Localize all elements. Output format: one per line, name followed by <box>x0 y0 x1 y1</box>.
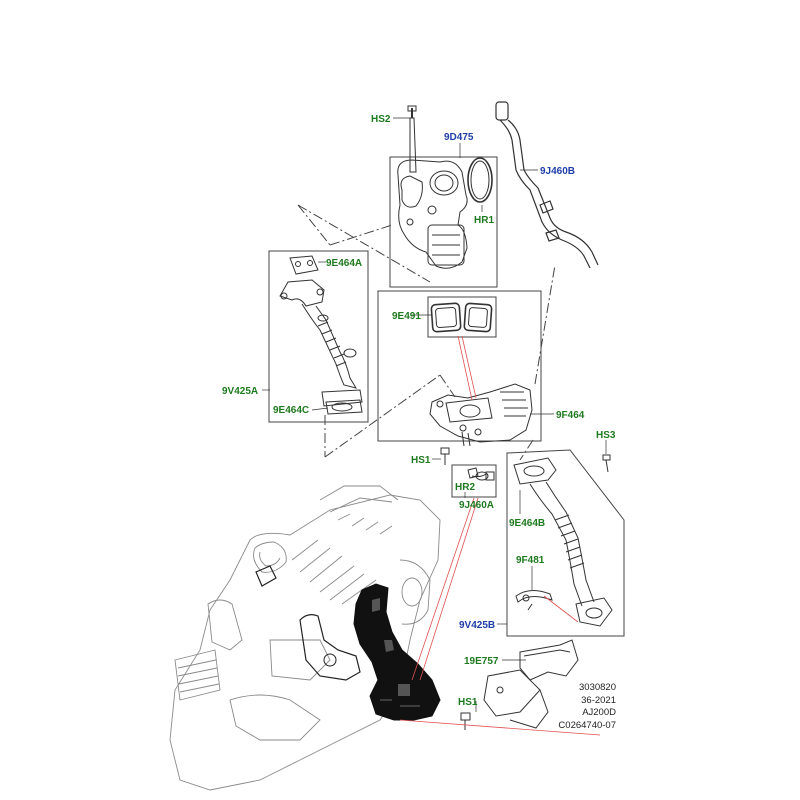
label-hs1-bottom: HS1 <box>458 697 478 708</box>
label-leaders <box>262 117 607 712</box>
label-19e757: 19E757 <box>464 656 499 667</box>
label-hr2: HR2 <box>455 482 475 493</box>
label-9e464c: 9E464C <box>273 405 309 416</box>
label-hr1: HR1 <box>474 215 494 226</box>
egr-tube-9V425A-group <box>268 250 369 423</box>
ref-line-1: 3030820 <box>579 682 616 693</box>
label-9j460a: 9J460A <box>459 500 494 511</box>
label-hs3: HS3 <box>596 430 616 441</box>
engine-assembly <box>169 485 441 791</box>
label-9f481: 9F481 <box>516 555 545 566</box>
label-9v425a: 9V425A <box>222 386 258 397</box>
label-9j460b: 9J460B <box>540 166 575 177</box>
sensor-box <box>451 464 497 498</box>
ref-line-4: C0264740-07 <box>558 719 616 731</box>
bolt-hs1-bottom <box>460 712 471 730</box>
label-9d475: 9D475 <box>444 132 474 143</box>
label-hs1-top: HS1 <box>411 455 431 466</box>
label-9e464b: 9E464B <box>509 518 545 529</box>
egr-tube-box <box>268 250 369 423</box>
label-9e491: 9E491 <box>392 311 421 322</box>
egr-housing-group <box>389 105 498 288</box>
installed-egr-parts-highlight <box>255 565 441 721</box>
egr-cooler-box <box>377 290 542 442</box>
label-hs2: HS2 <box>371 114 391 125</box>
red-leader-lines <box>399 335 601 736</box>
illustration-reference: 3030820 36-2021 AJ200D C0264740-07 <box>558 682 616 732</box>
sensor-9J460A-group <box>451 464 497 498</box>
label-9v425b: 9V425B <box>459 620 495 631</box>
heat-shield-19E757 <box>483 639 579 729</box>
egr-tube-9V425B-group <box>506 449 625 637</box>
label-9e464a: 9E464A <box>326 258 362 269</box>
egr-housing-box <box>389 156 498 288</box>
ref-line-2: 36-2021 <box>581 694 616 706</box>
part-labels: HS2 9D475 9J460B HR1 9E464A 9E491 9V425A… <box>222 114 616 708</box>
egr-tube-b-box <box>506 449 625 637</box>
ref-line-3: AJ200D <box>582 707 616 719</box>
pipe-9J460B <box>495 101 599 269</box>
label-9f464: 9F464 <box>556 410 585 421</box>
